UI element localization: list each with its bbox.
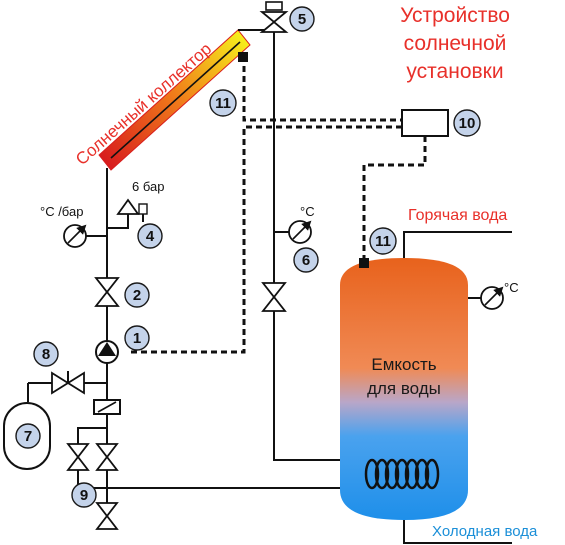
collector-sensor-signal-line [242, 66, 402, 122]
badge-2-text: 2 [133, 287, 141, 304]
expansion-valve-left [51, 371, 70, 395]
cold-water-label: Холодная вода [432, 523, 538, 540]
hot-water-pipe [403, 231, 512, 258]
air-vent-valve-bottom [259, 20, 289, 33]
badge-6: 6 [293, 247, 319, 273]
badge-9-text: 9 [80, 487, 88, 504]
tank-sensor [359, 258, 369, 268]
heat-exchanger-coil [364, 458, 440, 490]
drain-valve [95, 502, 119, 530]
badge-1: 1 [124, 325, 150, 351]
gauge-right-needle [292, 220, 312, 240]
right-pipe [273, 30, 368, 461]
air-vent-cap [265, 1, 283, 11]
diagram-title: Устройство солнечной установки [400, 4, 510, 83]
tank-gauge-needle [484, 286, 504, 306]
tank-label-line-2: для воды [367, 379, 441, 398]
drain-valve-bottom [95, 514, 119, 530]
badge-5-circle [289, 6, 315, 32]
fill-valve-left-bottom [66, 455, 90, 471]
right-shutoff-valve [261, 282, 287, 312]
drain-valve-top [95, 502, 119, 518]
badge-2-circle [124, 282, 150, 308]
pump-triangle [98, 342, 116, 356]
badge-6-circle [293, 247, 319, 273]
badge-1-text: 1 [133, 330, 141, 347]
pressure-relief-valve [116, 198, 140, 215]
pressure-relief-label: 6 бар [132, 179, 164, 194]
pump-signal-line [128, 125, 402, 354]
gauge-left-needle [67, 224, 87, 244]
collector-absorber-line [110, 41, 241, 159]
fill-valve-right-top [95, 443, 119, 459]
badge-8: 8 [33, 341, 59, 367]
tank-gauge-label: °C [504, 280, 519, 295]
badge-11-collector-circle [209, 89, 237, 117]
hot-water-label: Горячая вода [408, 207, 507, 224]
badge-9: 9 [71, 482, 97, 508]
tank-body [340, 258, 468, 520]
air-vent-valve [259, 1, 289, 33]
badge-2: 2 [124, 282, 150, 308]
badge-10-circle [453, 109, 481, 137]
badge-11-tank: 11 [369, 227, 397, 255]
badge-11-tank-circle [369, 227, 397, 255]
fill-valve-right [95, 443, 119, 471]
right-shutoff-valve-bottom [261, 295, 287, 312]
badge-11-tank-text: 11 [375, 233, 391, 250]
badge-7: 7 [15, 423, 41, 449]
badge-4-text: 4 [146, 228, 155, 245]
badge-5: 5 [289, 6, 315, 32]
relief-valve-body [138, 203, 148, 215]
flow-meter-mark [97, 401, 117, 413]
left-shutoff-valve-top [94, 277, 120, 294]
water-tank: Емкость для воды [340, 258, 468, 520]
title-line-3: установки [406, 60, 503, 83]
fill-valve-right-bottom [95, 455, 119, 471]
fill-valve-left-top [66, 443, 90, 459]
badge-11-collector: 11 [209, 89, 237, 117]
badge-11-collector-text: 11 [215, 95, 231, 112]
relief-branch-pipe [107, 214, 129, 229]
title-line-2: солнечной [404, 32, 507, 55]
collector-sensor [238, 52, 248, 62]
badge-7-text: 7 [24, 428, 32, 445]
badge-4: 4 [137, 223, 163, 249]
badge-5-text: 5 [298, 11, 306, 28]
badge-9-circle [71, 482, 97, 508]
badge-4-circle [137, 223, 163, 249]
pipe-gauge-label: °C [300, 204, 315, 219]
tank-label-line-1: Емкость [371, 355, 436, 374]
badge-10: 10 [453, 109, 481, 137]
left-shutoff-valve-bottom [94, 290, 120, 307]
controller-box [401, 109, 449, 137]
fill-valve-left [66, 443, 90, 471]
cold-water-pipe [403, 520, 512, 544]
badge-10-text: 10 [459, 115, 476, 132]
badge-1-circle [124, 325, 150, 351]
tank-sensor-signal-line [362, 136, 427, 262]
badge-7-circle [15, 423, 41, 449]
gauge-temp-pressure-label: °C /бар [40, 204, 83, 219]
right-shutoff-valve-top [261, 282, 287, 299]
badge-8-circle [33, 341, 59, 367]
badge-8-text: 8 [42, 346, 50, 363]
collector-label: Солнечный коллектор [72, 39, 215, 169]
expansion-valve-right [66, 371, 85, 395]
fill-branch-pipe [77, 427, 107, 488]
air-vent-valve-top [259, 11, 289, 24]
left-shutoff-valve [94, 277, 120, 307]
title-line-1: Устройство [400, 4, 510, 27]
badge-6-text: 6 [302, 252, 310, 269]
